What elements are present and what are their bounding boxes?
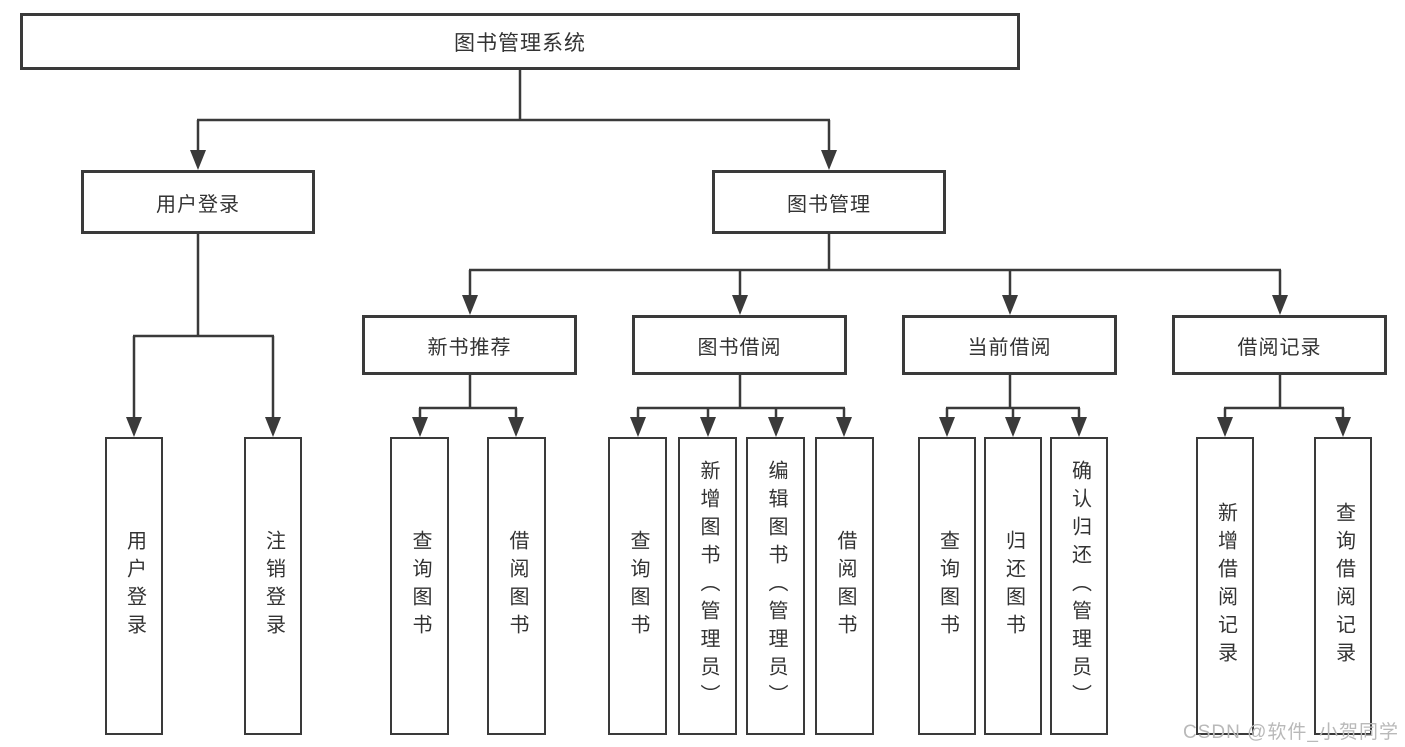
node-user-login: 用户登录 — [81, 170, 315, 234]
leaf-user-login: 用户登录 — [105, 437, 163, 735]
leaf-borrow-edit-book-admin: 编辑图书（管理员） — [746, 437, 805, 735]
node-book-management: 图书管理 — [712, 170, 946, 234]
leaf-recommend-query-book: 查询图书 — [390, 437, 449, 735]
node-current-borrow: 当前借阅 — [902, 315, 1117, 375]
node-book-borrow: 图书借阅 — [632, 315, 847, 375]
connector-borrow-to-leaves — [636, 374, 846, 419]
leaf-current-confirm-return-admin: 确认归还（管理员） — [1050, 437, 1108, 735]
connector-bookmgmt-to-level3 — [468, 233, 1282, 297]
connector-recommend-to-leaves — [418, 374, 518, 419]
csdn-watermark: CSDN @软件_小贺同学 — [1183, 722, 1399, 743]
leaf-borrow-borrow-book: 借阅图书 — [815, 437, 874, 735]
leaf-record-add: 新增借阅记录 — [1196, 437, 1254, 735]
connector-record-to-leaves — [1223, 374, 1345, 419]
leaf-borrow-add-book-admin: 新增图书（管理员） — [678, 437, 737, 735]
node-root: 图书管理系统 — [20, 13, 1020, 70]
leaf-logout-login: 注销登录 — [244, 437, 302, 735]
leaf-current-query-book: 查询图书 — [918, 437, 976, 735]
connector-userlogin-to-leaves — [132, 233, 275, 419]
leaf-record-query: 查询借阅记录 — [1314, 437, 1372, 735]
connector-root-to-level2 — [196, 70, 831, 152]
node-new-book-recommend: 新书推荐 — [362, 315, 577, 375]
leaf-current-return-book: 归还图书 — [984, 437, 1042, 735]
node-borrow-record: 借阅记录 — [1172, 315, 1387, 375]
leaf-borrow-query-book: 查询图书 — [608, 437, 667, 735]
connector-current-to-leaves — [945, 374, 1081, 419]
leaf-recommend-borrow-book: 借阅图书 — [487, 437, 546, 735]
